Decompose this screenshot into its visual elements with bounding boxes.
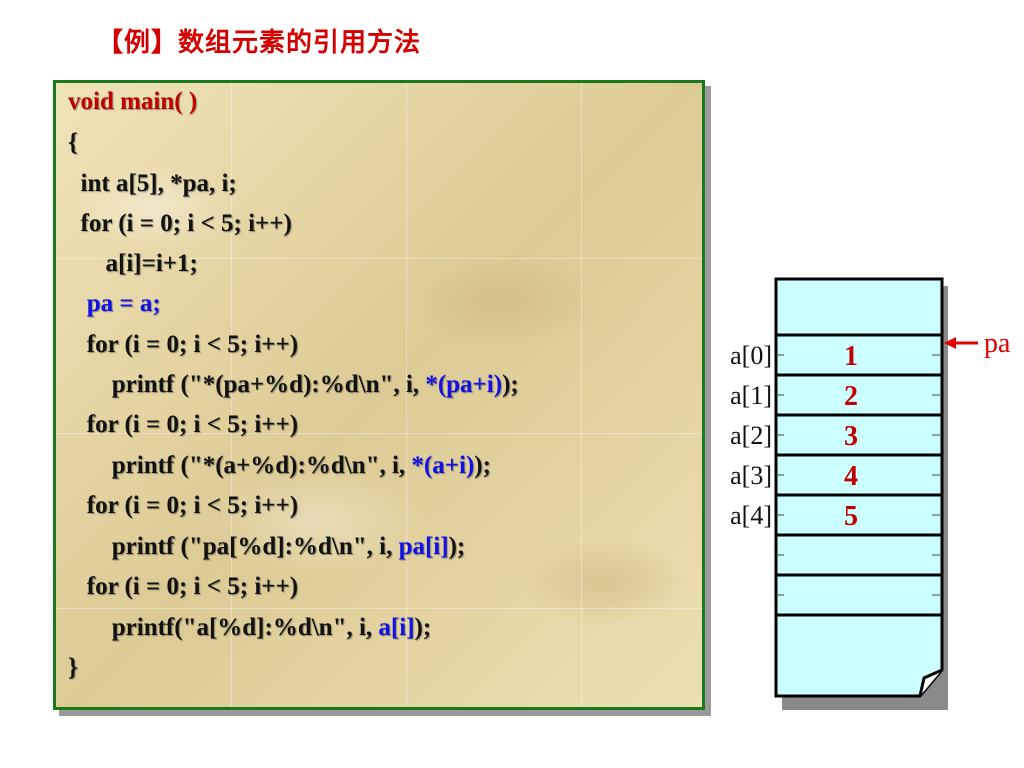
code-line: for (i = 0; i < 5; i++) — [68, 572, 298, 602]
slide-title: 【例】数组元素的引用方法 — [97, 28, 422, 58]
highlighted-expression: a[i] — [378, 614, 415, 641]
code-line: for (i = 0; i < 5; i++) — [68, 330, 298, 360]
code-text: a[i]=i+1; — [68, 250, 198, 277]
code-text: ); — [502, 371, 519, 398]
highlighted-expression: *(a+i) — [411, 452, 475, 479]
memory-cell-label: a[1] — [730, 381, 772, 410]
memory-cell-label: a[0] — [730, 341, 772, 370]
code-text: for (i = 0; i < 5; i++) — [68, 331, 299, 358]
code-text: for (i = 0; i < 5; i++) — [68, 210, 292, 237]
memory-cell-label: a[2] — [730, 421, 772, 450]
code-text: printf ("pa[%d]:%d\n", i, — [68, 533, 399, 560]
code-text: ); — [474, 452, 491, 479]
memory-cell-value: 3 — [844, 421, 858, 452]
code-text: ); — [414, 614, 432, 641]
code-line: for (i = 0; i < 5; i++) — [68, 410, 298, 440]
code-line: printf ("*(a+%d):%d\n", i, *(a+i)); — [68, 451, 491, 481]
code-text: void main( ) — [68, 88, 198, 115]
memory-cell-value: 5 — [844, 501, 858, 532]
memory-block-fold — [918, 668, 943, 697]
code-line: { — [68, 128, 78, 158]
code-line: void main( ) — [68, 87, 197, 117]
pointer-label-pa: pa — [984, 328, 1011, 359]
memory-cell-value: 4 — [844, 461, 858, 492]
code-text: ); — [448, 533, 466, 560]
code-text: printf ("*(pa+%d):%d\n", i, — [68, 371, 426, 398]
code-text: printf("a[%d]:%d\n", i, — [68, 614, 379, 641]
code-line: printf("a[%d]:%d\n", i, a[i]); — [68, 613, 431, 643]
code-line: for (i = 0; i < 5; i++) — [68, 491, 298, 521]
code-text: for (i = 0; i < 5; i++) — [68, 573, 299, 600]
code-line: printf ("pa[%d]:%d\n", i, pa[i]); — [68, 532, 465, 562]
code-panel: void main( ) { int a[5], *pa, i; for (i =… — [53, 80, 705, 710]
code-text: printf ("*(a+%d):%d\n", i, — [68, 452, 412, 479]
code-line: for (i = 0; i < 5; i++) — [68, 209, 292, 239]
memory-cell-label: a[3] — [730, 461, 772, 490]
highlighted-expression: pa = a; — [68, 290, 161, 317]
memory-cell-value: 2 — [844, 381, 858, 412]
memory-cell-label: a[4] — [730, 501, 772, 530]
code-text: { — [68, 129, 78, 156]
pointer-arrow — [944, 337, 978, 349]
code-line: pa = a; — [68, 289, 161, 319]
code-line: printf ("*(pa+%d):%d\n", i, *(pa+i)); — [68, 370, 519, 400]
code-line: } — [68, 653, 78, 683]
code-line: int a[5], *pa, i; — [68, 169, 237, 199]
code-line: a[i]=i+1; — [68, 249, 198, 279]
code-text: } — [68, 654, 78, 681]
code-text: for (i = 0; i < 5; i++) — [68, 411, 299, 438]
code-text: for (i = 0; i < 5; i++) — [68, 492, 299, 519]
highlighted-expression: *(pa+i) — [425, 371, 503, 398]
memory-diagram: a[0] 1 a[1] 2 a[2] 3 a[3] 4 a[4] 5 pa — [700, 270, 1024, 720]
highlighted-expression: pa[i] — [398, 533, 449, 560]
memory-block — [774, 277, 944, 698]
code-text: int a[5], *pa, i; — [68, 170, 237, 197]
memory-cell-value: 1 — [844, 341, 858, 372]
